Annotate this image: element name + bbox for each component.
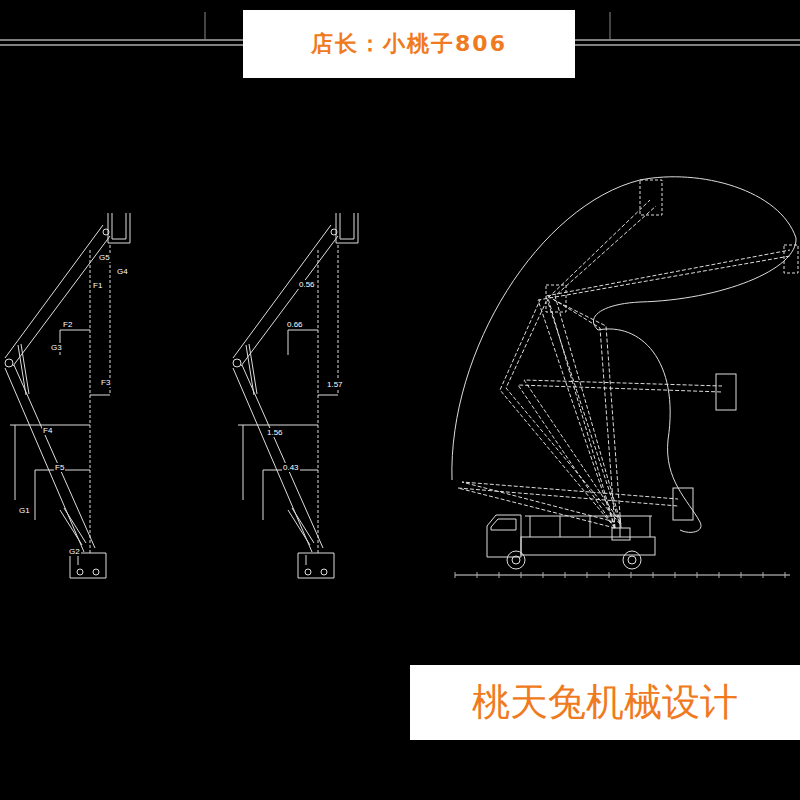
force-label: 1.56 (266, 428, 284, 437)
force-label: G3 (50, 343, 63, 352)
watermark-banner: 桃天兔机械设计 (410, 665, 800, 740)
force-label: F5 (54, 463, 65, 472)
force-label: F3 (100, 378, 111, 387)
force-label: 0.56 (298, 280, 316, 289)
force-label: F4 (42, 426, 53, 435)
force-label: F1 (92, 281, 103, 290)
force-label: G5 (98, 253, 111, 262)
force-label: 0.43 (282, 463, 300, 472)
force-label: G1 (18, 506, 31, 515)
banner-text: 桃天兔机械设计 (472, 677, 738, 728)
force-label: G2 (68, 547, 81, 556)
force-label: 0.66 (286, 320, 304, 329)
force-label: 1.57 (326, 380, 344, 389)
banner-text: 店长：小桃子806 (311, 29, 507, 59)
force-label: F2 (62, 320, 73, 329)
title-banner: 店长：小桃子806 (243, 10, 575, 78)
force-label: G4 (116, 267, 129, 276)
